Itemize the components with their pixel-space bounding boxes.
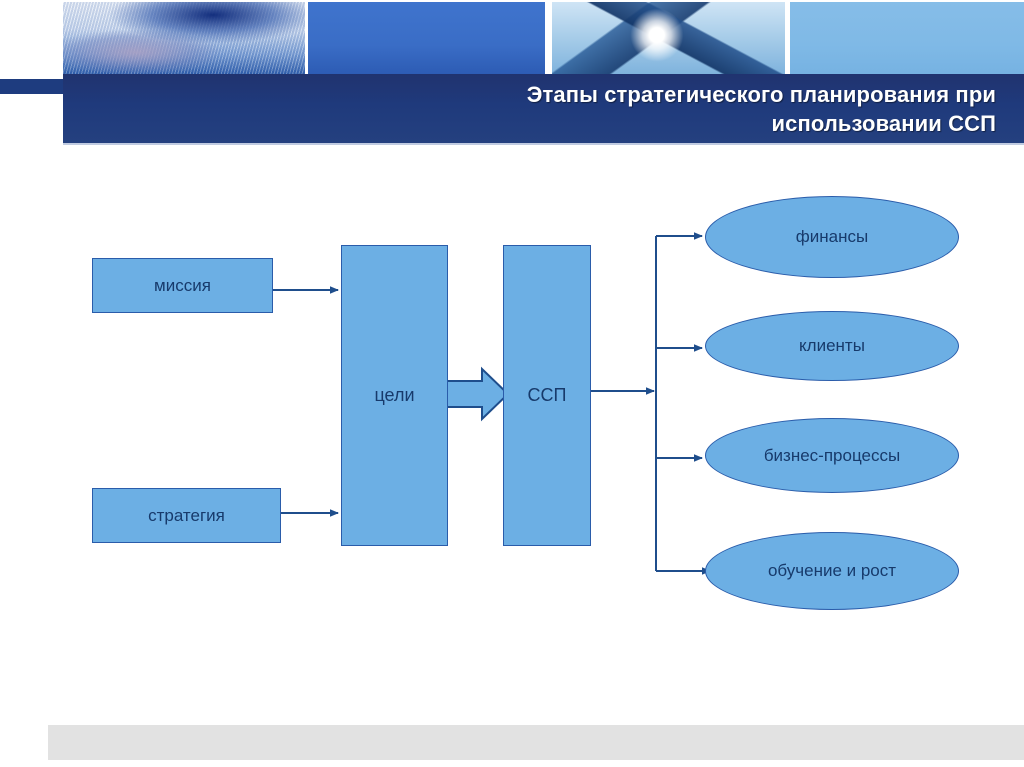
- node-perspective-clients[interactable]: клиенты: [705, 311, 959, 381]
- solid-blue-panel: [308, 2, 545, 74]
- page-title-line-2: использовании ССП: [771, 111, 996, 136]
- footer-bottom-edge: [0, 760, 1024, 767]
- node-bsc[interactable]: ССП: [503, 245, 591, 546]
- node-bsc-label: ССП: [527, 385, 567, 405]
- node-clients-label: клиенты: [799, 336, 865, 355]
- title-accent-bar: [0, 79, 64, 94]
- node-goals[interactable]: цели: [341, 245, 448, 546]
- skyscrapers-sun-photo: [552, 2, 785, 74]
- connector-goals-to-bsc-block-arrow: [444, 366, 510, 422]
- node-finance-label: финансы: [795, 227, 869, 246]
- node-mission[interactable]: миссия: [92, 258, 273, 313]
- node-goals-label: цели: [374, 385, 415, 405]
- hands-on-keyboard-photo: [63, 2, 305, 74]
- node-perspective-learning[interactable]: обучение и рост: [705, 532, 959, 610]
- footer-band: [48, 725, 1024, 764]
- node-mission-label: миссия: [154, 275, 211, 295]
- light-blue-panel: [790, 2, 1024, 74]
- title-banner: Этапы стратегического планирования при и…: [63, 74, 1024, 143]
- node-processes-label: бизнес-процессы: [763, 445, 901, 465]
- node-perspective-processes[interactable]: бизнес-процессы: [705, 418, 959, 493]
- page-title-line-1: Этапы стратегического планирования при: [526, 82, 996, 107]
- node-learning-label: обучение и рост: [767, 561, 897, 580]
- node-perspective-finance[interactable]: финансы: [705, 196, 959, 278]
- banner-image-strip: [0, 0, 1024, 76]
- node-strategy-label: стратегия: [148, 505, 225, 525]
- node-strategy[interactable]: стратегия: [92, 488, 281, 543]
- connector-bsc-to-branch-trunk: [591, 236, 657, 571]
- page-title: Этапы стратегического планирования при и…: [96, 80, 996, 138]
